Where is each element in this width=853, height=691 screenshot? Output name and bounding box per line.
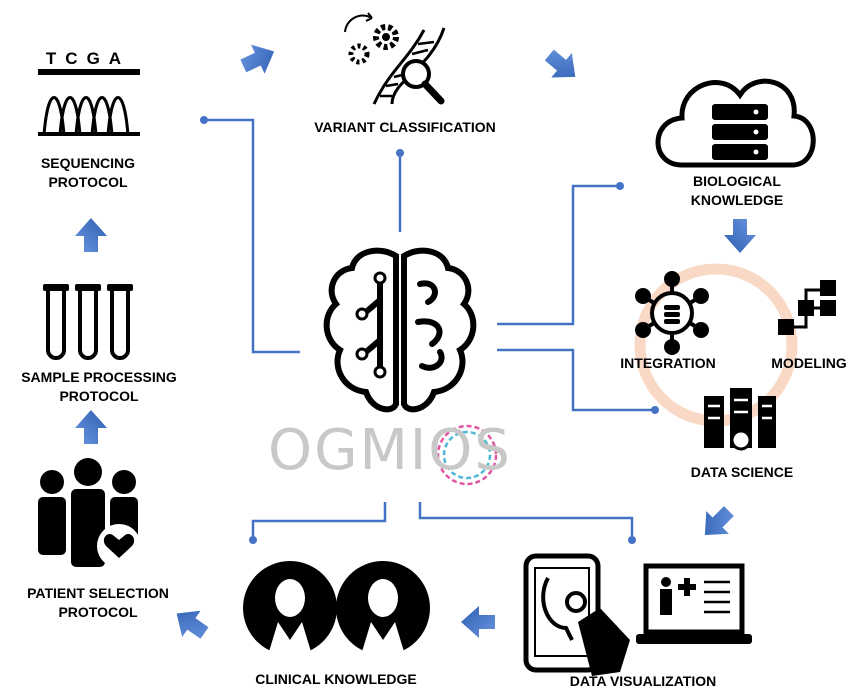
data-visualization-label: DATA VISUALIZATION [569, 673, 717, 689]
clinical-label: CLINICAL KNOWLEDGE [255, 671, 417, 687]
arrow-to-visualization [693, 499, 741, 547]
integration-icon [635, 271, 709, 355]
test-tubes-icon [43, 284, 133, 360]
connector-data-visualization [418, 502, 634, 540]
arrow-to-biological [538, 42, 586, 90]
arrow-to-analytics [724, 219, 756, 253]
cloud-database-icon [655, 78, 816, 168]
patient-group-icon [38, 458, 141, 568]
sequencing-icon: TCGA [38, 49, 140, 136]
doctors-icon [243, 561, 430, 655]
connector-data-science [497, 348, 655, 412]
tablet-stethoscope-icon [523, 553, 630, 676]
brain-nodes [355, 271, 387, 379]
ogmios-logo-text: OGMIOS [268, 418, 512, 483]
connector-clinical [251, 502, 387, 540]
arrow-to-sequencing [75, 218, 107, 252]
brain-icon [323, 247, 477, 413]
connector-lines [204, 118, 655, 540]
connector-biological [497, 184, 620, 326]
modeling-icon [778, 280, 836, 335]
data-science-label: DATA SCIENCE [690, 464, 794, 480]
variant-label: VARIANT CLASSIFICATION [314, 119, 496, 135]
arrow-to-sample [75, 410, 107, 444]
integration-label: INTEGRATION [620, 355, 716, 371]
data-science-icon [704, 388, 776, 451]
dna-ring-icon [436, 424, 498, 486]
laptop-record-icon [636, 563, 752, 644]
arrow-to-clinical [461, 606, 495, 638]
arrow-to-variant [236, 37, 281, 81]
tcga-text: TCGA [46, 49, 130, 68]
connector-sequencing [204, 118, 300, 354]
connector-dots [200, 116, 659, 544]
modeling-label: MODELING [771, 355, 847, 371]
variant-icon [344, 12, 446, 105]
